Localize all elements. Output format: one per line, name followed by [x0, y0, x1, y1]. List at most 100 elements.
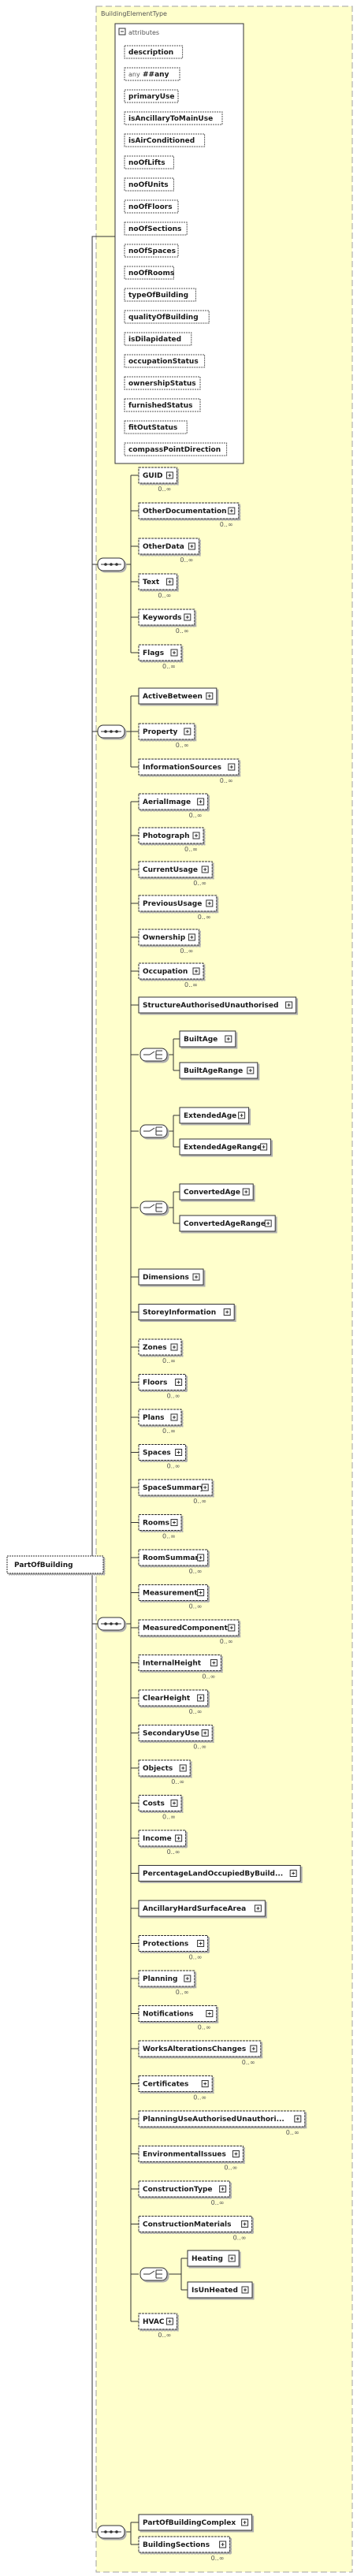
occurrence-label: 0..∞ [202, 1673, 215, 1681]
attribute-label: noOfSections [128, 225, 181, 233]
element-partofbuildingcomplex[interactable]: PartOfBuildingComplex [138, 2514, 253, 2531]
attribute-nooflifts[interactable]: noOfLifts [124, 155, 174, 169]
element-spacesummary[interactable]: SpaceSummary 0..∞ [138, 1479, 213, 1505]
element-convertedagerange[interactable]: ConvertedAgeRange [179, 1215, 276, 1232]
element-label: SpaceSummary [143, 1484, 205, 1492]
occurrence-label: 0..∞ [193, 1498, 206, 1505]
element-extendedagerange[interactable]: ExtendedAgeRange [179, 1138, 272, 1156]
attribute-fitoutstatus[interactable]: fitOutStatus [124, 420, 188, 434]
element-objects[interactable]: Objects 0..∞ [138, 1759, 191, 1785]
occurrence-label: 0..∞ [233, 2235, 247, 2242]
attribute-noofrooms[interactable]: noOfRooms [124, 266, 174, 280]
attribute-isairconditioned[interactable]: isAirConditioned [124, 133, 206, 147]
root-element[interactable]: PartOfBuilding [6, 1555, 104, 1574]
element-extendedage[interactable]: ExtendedAge [179, 1107, 250, 1124]
attribute-typeofbuilding[interactable]: typeOfBuilding [124, 288, 196, 302]
attribute-occupationstatus[interactable]: occupationStatus [124, 354, 206, 368]
attribute-noofsections[interactable]: noOfSections [124, 221, 188, 236]
attribute-isancillarytomainuse[interactable]: isAncillaryToMainUse [124, 111, 223, 125]
attribute-noofspaces[interactable]: noOfSpaces [124, 244, 179, 258]
element-label: BuiltAge [184, 1036, 218, 1044]
occurrence-label: 0..∞ [286, 2129, 299, 2136]
attribute-label: compassPointDirection [128, 446, 221, 454]
element-label: InternalHeight [143, 1660, 202, 1668]
element-heating[interactable]: Heating [187, 2250, 240, 2267]
occurrence-label: 0..∞ [180, 557, 193, 564]
element-label: PlanningUseAuthorisedUnauthori... [143, 2116, 284, 2124]
element-label: RoomSummary [143, 1554, 203, 1562]
element-ancillaryhardsurfacearea[interactable]: AncillaryHardSurfaceArea [138, 1900, 266, 1917]
attribute-noofunits[interactable]: noOfUnits [124, 177, 174, 192]
attribute-label: typeOfBuilding [128, 292, 188, 300]
occurrence-label: 0..∞ [176, 627, 189, 635]
attribute-compasspointdirection[interactable]: compassPointDirection [124, 442, 228, 456]
sequence-compositor [97, 2525, 125, 2539]
element-isunheated[interactable]: IsUnHeated [187, 2281, 253, 2299]
attribute-qualityofbuilding[interactable]: qualityOfBuilding [124, 310, 210, 324]
element-planninguseauthorisedunauthori[interactable]: PlanningUseAuthorisedUnauthori...0..∞ [138, 2110, 306, 2136]
element-label: Text [143, 579, 160, 586]
element-label: Protections [143, 1941, 188, 1949]
element-label: Objects [143, 1765, 173, 1773]
element-builtagerange[interactable]: BuiltAgeRange [179, 1062, 258, 1079]
element-structureauthorisedunauthorised[interactable]: StructureAuthorisedUnauthorised [138, 996, 297, 1014]
attribute-isdilapidated[interactable]: isDilapidated [124, 332, 192, 346]
element-percentagelandoccupiedbybuild[interactable]: PercentageLandOccupiedByBuild... [138, 1865, 301, 1882]
occurrence-label: 0..∞ [171, 1778, 184, 1785]
attribute-primaryuse[interactable]: primaryUse [124, 89, 179, 103]
element-dimensions[interactable]: Dimensions [138, 1268, 204, 1286]
element-activebetween[interactable]: ActiveBetween [138, 687, 218, 705]
occurrence-label: 0..∞ [193, 2094, 206, 2101]
attribute-description[interactable]: description [124, 45, 184, 59]
attribute-nooffloors[interactable]: noOfFloors [124, 199, 179, 214]
attribute-any[interactable]: any##any [124, 67, 180, 81]
attribute-furnishedstatus[interactable]: furnishedStatus [124, 398, 201, 412]
any-prefix: any [128, 71, 140, 78]
element-convertedage[interactable]: ConvertedAge [179, 1183, 254, 1201]
element-label: Dimensions [143, 1274, 189, 1282]
attribute-ownershipstatus[interactable]: ownershipStatus [124, 376, 201, 390]
element-storeyinformation[interactable]: StoreyInformation [138, 1304, 235, 1320]
attribute-label: ##any [143, 71, 169, 79]
element-builtage[interactable]: BuiltAge [179, 1030, 236, 1048]
element-label: ExtendedAge [184, 1112, 236, 1120]
attribute-label: primaryUse [128, 93, 175, 101]
